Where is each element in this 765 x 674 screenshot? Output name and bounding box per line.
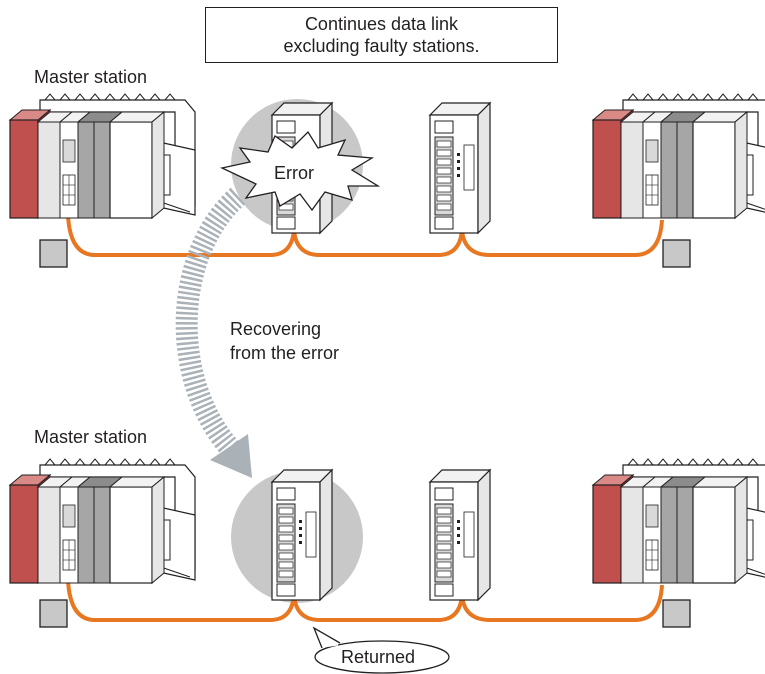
- notice-box: Continues data link excluding faulty sta…: [205, 7, 558, 63]
- top-left-terminator: [39, 239, 68, 268]
- top-network: [9, 93, 765, 268]
- top-cable: [66, 214, 664, 257]
- notice-line-2: excluding faulty stations.: [283, 36, 480, 56]
- top-end-plc: [592, 93, 765, 219]
- returned-label: Returned: [341, 647, 416, 667]
- error-label: Error: [274, 163, 314, 183]
- bottom-master-plc: [9, 458, 196, 584]
- bottom-returned-remote-station: [271, 469, 333, 601]
- notice-line-1: Continues data link: [304, 14, 459, 34]
- bottom-master-station-label: Master station: [34, 427, 148, 447]
- bottom-end-plc: [592, 458, 765, 584]
- error-burst-icon: [219, 130, 381, 212]
- bottom-remote-station: [429, 469, 491, 601]
- returned-callout: [312, 626, 450, 674]
- top-remote-station: [429, 102, 491, 234]
- recovery-arrow-icon: [175, 187, 252, 478]
- top-master-station-label: Master station: [34, 67, 148, 87]
- top-master-plc: [9, 93, 196, 219]
- bottom-right-terminator: [662, 599, 691, 628]
- bottom-network: [9, 458, 765, 674]
- bottom-left-terminator: [39, 599, 68, 628]
- top-right-terminator: [662, 239, 691, 268]
- recovering-line-1: Recovering: [230, 319, 322, 339]
- bottom-cable: [66, 579, 664, 622]
- recovering-line-2: from the error: [230, 343, 340, 363]
